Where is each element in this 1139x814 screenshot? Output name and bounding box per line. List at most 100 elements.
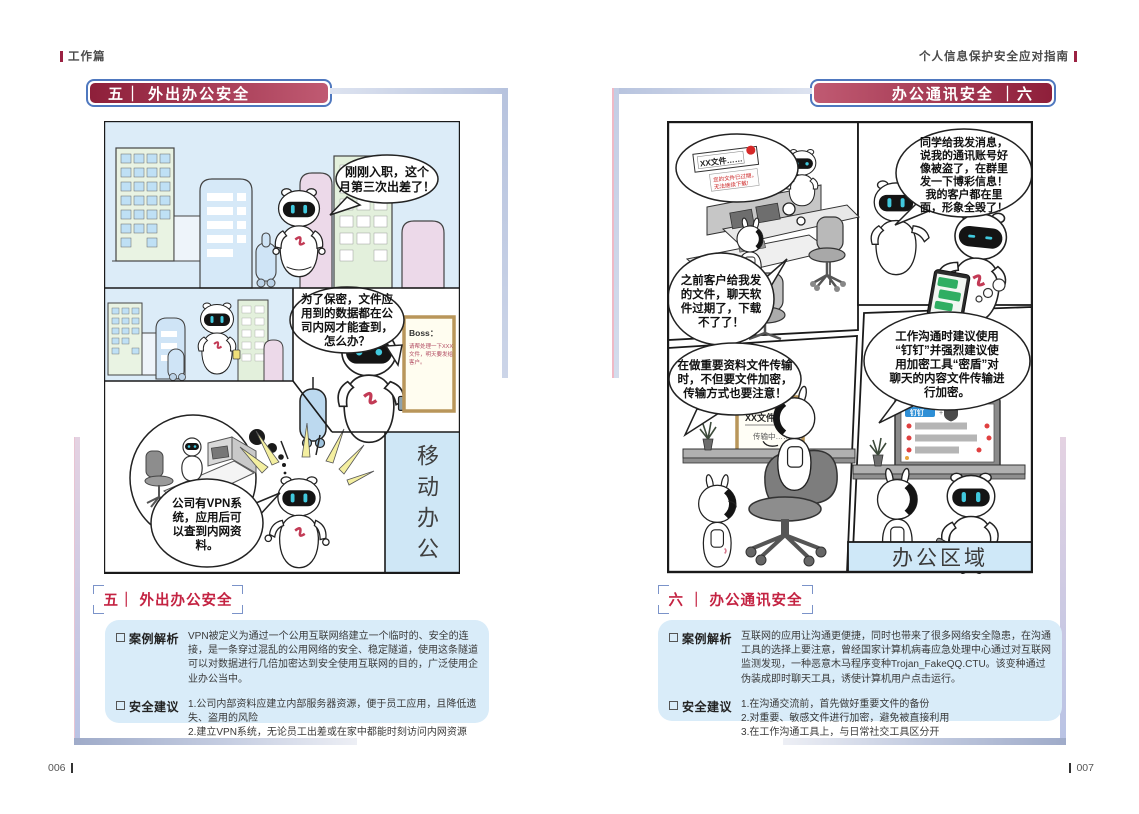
speech-bubble-expired: 之前客户给我发 的文件，聊天软 件过期了，下载 不了了！ bbox=[667, 252, 788, 346]
robot-back-transfer bbox=[762, 385, 816, 491]
speech-bubble-dingding: 工作沟通时建议使用 “钉钉”并强烈建议使 用加密工具“密盾”对 聊天的内容文件传… bbox=[863, 311, 1031, 424]
robot-vpn bbox=[264, 476, 330, 569]
svg-text:刚刚入职，这个: 刚刚入职，这个 bbox=[345, 164, 430, 179]
svg-text:聊天的内容文件传输进: 聊天的内容文件传输进 bbox=[890, 371, 1005, 385]
svg-text:的文件，聊天软: 的文件，聊天软 bbox=[681, 287, 762, 301]
bracket-icon bbox=[658, 585, 669, 594]
svg-text:“钉钉”并强烈建议使: “钉钉”并强烈建议使 bbox=[895, 343, 999, 357]
svg-text:请帮处理一下XXX: 请帮处理一下XXX bbox=[409, 342, 453, 350]
bracket-icon bbox=[93, 585, 104, 594]
running-head-left: 工作篇 bbox=[60, 48, 106, 64]
speech-bubble-p2: 为了保密，文件应 用到的数据都在公 司内网才能查到， 怎么办？ bbox=[289, 286, 405, 367]
advice-list: 1.在沟通交流前，首先做好重要文件的备份 2.对重要、敏感文件进行加密，避免被直… bbox=[741, 698, 1054, 741]
tick-icon bbox=[70, 763, 73, 773]
building-green-1 bbox=[115, 147, 175, 262]
bracket-icon bbox=[658, 605, 669, 614]
bracket-icon bbox=[232, 585, 243, 594]
svg-text:司内网才能查到，: 司内网才能查到， bbox=[301, 320, 393, 334]
checkbox-icon bbox=[669, 700, 678, 710]
plant bbox=[699, 421, 717, 451]
banner-left-label: 五｜ 外出办公安全 bbox=[90, 83, 328, 103]
book-title: 个人信息保护安全应对指南 bbox=[919, 51, 1069, 63]
case-text: 互联网的应用让沟通更便捷，同时也带来了很多网络安全隐患，在沟通工具的选择上要注意… bbox=[741, 631, 1052, 685]
svg-text:面，形象全毁了！: 面，形象全毁了！ bbox=[920, 200, 1008, 214]
advice-item: 1.公司内部资料应建立内部服务器资源，便于员工应用，且降低遗失、盗用的风险 bbox=[188, 698, 477, 725]
svg-text:像被盗了，在群里: 像被盗了，在群里 bbox=[920, 161, 1008, 175]
checkbox-icon bbox=[669, 633, 678, 642]
svg-text:办公区域: 办公区域 bbox=[892, 547, 988, 570]
robot-p2 bbox=[197, 302, 241, 375]
running-head-right: 个人信息保护安全应对指南 bbox=[919, 48, 1077, 64]
comic-left: 刚刚入职，这个 月第三次出差了！ bbox=[104, 121, 460, 574]
page-number-text: 007 bbox=[1076, 762, 1094, 774]
bracket-icon bbox=[802, 585, 813, 594]
exclaim-rays bbox=[239, 422, 375, 486]
decor-bar bbox=[612, 88, 619, 378]
svg-text:文件，明天要发给: 文件，明天要发给 bbox=[409, 350, 454, 358]
svg-text:说我的通讯账号好: 说我的通讯账号好 bbox=[920, 148, 1008, 162]
mobile-office-label: 移动办公 bbox=[414, 444, 439, 568]
boss-note: Boss： 请帮处理一下XXX 文件，明天要发给 客户。 bbox=[402, 315, 456, 413]
advice-item: 1.在沟通交流前，首先做好重要文件的备份 bbox=[741, 698, 930, 710]
svg-text:时，不但要文件加密，: 时，不但要文件加密， bbox=[678, 372, 793, 386]
tick-icon bbox=[1069, 763, 1072, 773]
speech-bubble-stolen: 同学给我发消息， 说我的通讯账号好 像被盗了，在群里 发一下博彩信息！ 我的客户… bbox=[894, 128, 1033, 226]
bracket-icon bbox=[93, 605, 104, 614]
svg-text:传输中……: 传输中…… bbox=[753, 431, 791, 441]
bracket-icon bbox=[232, 605, 243, 614]
building-blue bbox=[199, 178, 253, 289]
svg-text:用加密工具“密盾”对: 用加密工具“密盾”对 bbox=[894, 357, 999, 371]
banner-right-label: 办公通讯安全 ｜六 bbox=[814, 83, 1052, 103]
plant2 bbox=[869, 437, 887, 467]
advice-item: 2.建立VPN系统，无论员工出差或在家中都能时刻访问内网资源 bbox=[188, 727, 467, 739]
decor-bar bbox=[612, 88, 812, 94]
decor-bar bbox=[502, 88, 508, 378]
svg-text:工作沟通时建议使用: 工作沟通时建议使用 bbox=[895, 329, 999, 343]
bracket-icon bbox=[802, 605, 813, 614]
building-pink-2 bbox=[401, 220, 445, 289]
svg-text:Boss：: Boss： bbox=[409, 328, 438, 338]
svg-text:+: + bbox=[939, 410, 943, 417]
speech-bubble-transfer: 在做重要资料文件传输 时，不但要文件加密， 传输方式也要注意！ bbox=[668, 342, 802, 438]
svg-text:我的客户都在里: 我的客户都在里 bbox=[926, 187, 1003, 201]
subtitle-left-text: 五｜ 外出办公安全 bbox=[103, 593, 233, 609]
svg-text:件过期了，下载: 件过期了，下载 bbox=[681, 301, 762, 315]
advice-row: 安全建议 1.公司内部资料应建立内部服务器资源，便于员工应用，且降低遗失、盗用的… bbox=[111, 698, 481, 741]
checkbox-icon bbox=[116, 700, 125, 710]
svg-text:同学给我发消息，: 同学给我发消息， bbox=[920, 135, 1008, 149]
case-label: 案例解析 bbox=[682, 632, 733, 646]
speech-bubble-p1: 刚刚入职，这个 月第三次出差了！ bbox=[329, 154, 439, 216]
page-number-text: 006 bbox=[48, 762, 66, 774]
svg-text:为了保密，文件应: 为了保密，文件应 bbox=[301, 292, 393, 306]
svg-text:钉钉: 钉钉 bbox=[910, 408, 924, 417]
decor-bar bbox=[74, 437, 80, 740]
robot-kid bbox=[255, 232, 277, 288]
svg-text:不了了！: 不了了！ bbox=[698, 316, 744, 329]
svg-text:在做重要资料文件传输: 在做重要资料文件传输 bbox=[678, 358, 793, 372]
panel2-city bbox=[107, 299, 284, 382]
subtitle-right: 六 ｜ 办公通讯安全 bbox=[658, 585, 813, 614]
case-analysis-row: 案例解析 VPN被定义为通过一个公用互联网络建立一个临时的、安全的连接，是一条穿… bbox=[111, 630, 481, 687]
infobox-left: 案例解析 VPN被定义为通过一个公用互联网络建立一个临时的、安全的连接，是一条穿… bbox=[105, 620, 489, 738]
subtitle-right-text: 六 ｜ 办公通讯安全 bbox=[668, 593, 803, 609]
svg-text:公司有VPN系: 公司有VPN系 bbox=[172, 496, 242, 510]
advice-label: 安全建议 bbox=[682, 699, 733, 714]
red-tick-icon bbox=[1074, 50, 1077, 62]
robot-small-left bbox=[698, 474, 737, 568]
decor-bar bbox=[74, 738, 357, 745]
robot-boss-note: Boss： 请帮处理一下XXX 文件，明天要发给 客户。 bbox=[299, 315, 456, 449]
stolen-account-scene bbox=[870, 180, 1008, 331]
advice-item: 2.对重要、敏感文件进行加密，避免被直接利用 bbox=[741, 713, 950, 725]
svg-text:用到的数据都在公: 用到的数据都在公 bbox=[300, 306, 393, 320]
mini-chair bbox=[144, 450, 174, 508]
decor-bar bbox=[783, 738, 1066, 745]
robot-traveler bbox=[272, 188, 326, 278]
page-number-left: 006 bbox=[48, 762, 73, 774]
decor-bar bbox=[330, 88, 508, 94]
comic-right: XX文件…… 您的文件已过期， 无法继续下载! 之前客户给我发 的文件，聊天软 … bbox=[667, 121, 1033, 574]
infobox-right: 案例解析 互联网的应用让沟通更便捷，同时也带来了很多网络安全隐患，在沟通工具的选… bbox=[658, 620, 1062, 738]
svg-text:怎么办？: 怎么办？ bbox=[324, 334, 370, 348]
screen-thought-bubble: XX文件…… 您的文件已过期， 无法继续下载! bbox=[675, 133, 806, 226]
building-step bbox=[173, 215, 203, 262]
office-area-strip: 办公区域 bbox=[847, 541, 1033, 573]
